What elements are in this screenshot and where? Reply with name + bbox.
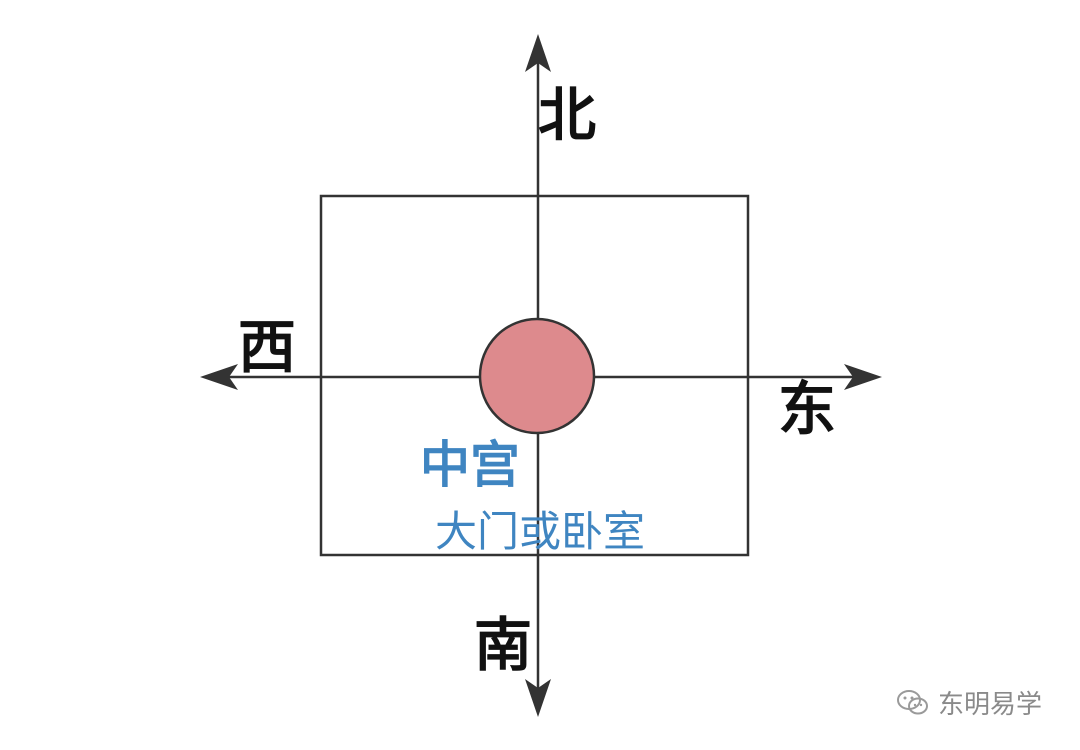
south-arrow-icon (525, 679, 551, 717)
source-watermark: 东明易学 (896, 684, 1042, 721)
south-label: 南 (474, 611, 533, 679)
east-arrow-icon (844, 364, 882, 390)
watermark-text: 东明易学 (938, 690, 1043, 720)
west-arrow-icon (200, 364, 238, 390)
west-label: 西 (238, 313, 297, 381)
north-label: 北 (538, 81, 597, 149)
wechat-icon (897, 689, 928, 714)
center-palace-circle (478, 317, 596, 435)
house-frame (319, 194, 750, 557)
north-arrow-icon (525, 34, 551, 72)
east-label: 东 (778, 375, 837, 443)
center-palace-subtitle: 大门或卧室 (435, 507, 646, 556)
center-palace-title: 中宫 (420, 436, 520, 494)
